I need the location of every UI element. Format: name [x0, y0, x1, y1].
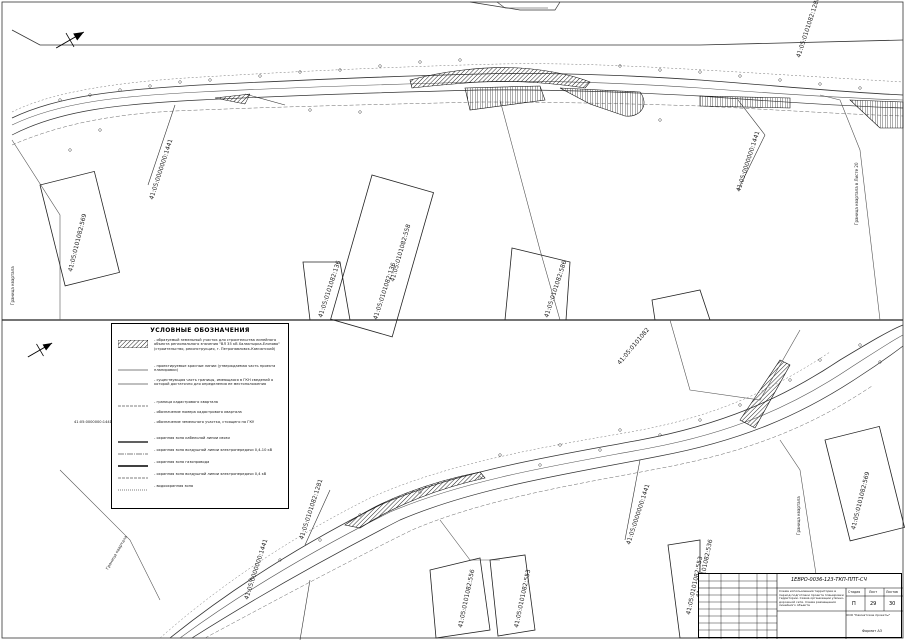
boundary-label-4: Граница квартала в Листе 20 [854, 162, 859, 225]
sheets-header: Листов [886, 590, 898, 594]
north-arrow-icon [55, 31, 85, 49]
parcel-label-586: 41:05:0101082:586 [543, 260, 568, 319]
document-code: 1ЕВРО-0036-123-ТКП-ППТ-СЧ [791, 577, 867, 583]
parcel-label-553-a: 41:05:0101082:553 [513, 569, 532, 629]
quarter-boundary-top [11, 29, 904, 46]
legend-item-quarter-number: - обозначение номера кадастрового кварта… [112, 410, 288, 424]
parcel-label-1441-b: 41:05:0000000:1441 [735, 130, 761, 193]
hatched-parcel-bottom-1 [344, 471, 486, 529]
parcel-586b [651, 289, 711, 321]
legend-item-gas-zone: - охранная зона газопровода [112, 460, 288, 474]
hatched-parcel-top-3 [559, 87, 645, 117]
legend-text-9: - охранная зона воздушной линии электроп… [154, 472, 267, 476]
sheet-description: Схема использования территории в период … [779, 589, 845, 608]
legend-item-gku-parcel: 41:05:0000000:1441 - обозначение земельн… [74, 420, 288, 432]
legend-text-6: - охранная зона кабельной линии связи [154, 436, 230, 440]
parcel-569-top [39, 170, 120, 287]
sheets-value: 30 [889, 601, 896, 607]
legend-item-water-zone: - водоохранная зона [112, 484, 288, 498]
legend-text-1: - проектируемые красные линии (утверждае… [154, 364, 276, 373]
legend-item-power-zone-04: - охранная зона воздушной линии электроп… [112, 472, 288, 486]
corridor-bottom [169, 324, 904, 639]
legend-text-10: - водоохранная зона [154, 484, 194, 488]
legend-hatch-swatch [118, 340, 148, 348]
sheet-format-label: Формат А3 [862, 629, 882, 633]
top-road [469, 1, 561, 11]
legend-text-3: - граница кадастрового квартала [154, 400, 219, 404]
survey-points-top [58, 58, 862, 152]
title-block-grid [699, 574, 903, 639]
parcel-label-136-top: 41:05:0101082:136 [317, 260, 342, 319]
legend-item-existing-boundary: - существующая часть границы, имеющаяся … [112, 378, 288, 396]
parcel-569-bottom [824, 425, 905, 542]
boundary-label-1: Граница квартала [10, 266, 15, 305]
stage-value: П [852, 601, 856, 607]
legend-item-cable-zone: - охранная зона кабельной линии связи [112, 436, 288, 450]
stage-header: Стадия [848, 590, 861, 594]
legend-text-4: - обозначение номера кадастрового кварта… [154, 410, 242, 414]
legend-text-7: - охранная зона воздушной линии электроп… [154, 448, 273, 452]
parcel-label-1441-a: 41:05:0000000:1441 [148, 138, 174, 201]
legend-panel: УСЛОВНЫЕ ОБОЗНАЧЕНИЯ - образуемый земель… [74, 323, 289, 509]
legend-text-5: - обозначение земельного участка, стояще… [154, 420, 255, 424]
title-block: 1ЕВРО-0036-123-ТКП-ППТ-СЧ Схема использо… [698, 573, 903, 639]
parcel-label-1082: 41:05:0101082 [616, 326, 651, 366]
hatched-parcel-bottom-2 [739, 359, 791, 429]
hatched-parcel-top-5 [849, 99, 904, 129]
legend-item-red-lines: - проектируемые красные линии (утверждае… [112, 364, 288, 378]
parcel-556 [429, 557, 491, 639]
parcel-label-1441-c: 41:05:0000000:1441 [625, 483, 651, 546]
parcel-136-top [302, 261, 351, 321]
parcel-553 [489, 554, 536, 637]
sheet-value: 29 [870, 601, 877, 607]
hatched-parcel-top-1 [409, 67, 591, 89]
legend-item-quarter-boundary: - граница кадастрового квартала [112, 400, 288, 414]
legend-example-number: 41:05:0000000:1441 [74, 420, 112, 424]
legend-item-parcel: - образуемый земельный участок для строи… [112, 338, 288, 362]
boundary-label-2: Граница квартала [105, 534, 129, 570]
boundary-label-3: Граница квартала [796, 496, 801, 535]
survey-points-bottom [248, 343, 882, 582]
parcel-label-569-bottom: 41:05:0101082:569 [850, 471, 871, 531]
parcel-586 [504, 247, 571, 321]
legend-title: УСЛОВНЫЕ ОБОЗНАЧЕНИЯ [150, 327, 250, 334]
organization-name: ООО "Камчатские проекты" [846, 613, 891, 617]
sheet-header: Лист [869, 590, 878, 594]
parcel-558 [330, 174, 435, 338]
legend-text-8: - охранная зона газопровода [154, 460, 210, 464]
parcel-label-556: 41:05:0101082:556 [457, 569, 476, 629]
legend-text-0: - образуемый земельный участок для строи… [154, 338, 280, 351]
parcel-label-569-top: 41:05:0101082:569 [67, 213, 88, 273]
parcel-536 [667, 539, 701, 639]
parcel-label-1286: 41:05:0101082:1286 [795, 0, 821, 59]
hatched-parcel-top-2 [464, 85, 546, 111]
parcel-label-136-b: 41:05:0101082:136 [372, 262, 397, 321]
legend-text-2: - существующая часть границы, имеющаяся … [154, 378, 274, 387]
hatched-parcel-top-4 [699, 95, 791, 109]
hatched-parcel-top-6 [214, 93, 251, 105]
north-arrow-bottom-icon [27, 342, 53, 358]
legend-item-power-zone-10: - охранная зона воздушной линии электроп… [112, 448, 288, 462]
